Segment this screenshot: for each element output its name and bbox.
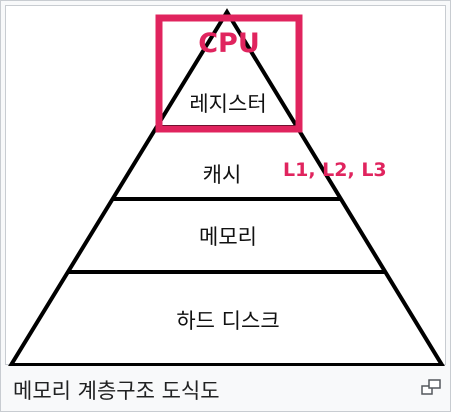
diagram-image[interactable]: 레지스터 캐시 메모리 하드 디스크 CPU L1, L2, L3	[5, 5, 446, 366]
layer-label-register: 레지스터	[189, 92, 266, 116]
layer-label-hard-disk: 하드 디스크	[176, 309, 279, 333]
figure-caption: 메모리 계층구조 도식도	[13, 379, 220, 403]
layer-label-memory: 메모리	[199, 225, 257, 249]
cpu-highlight-box	[155, 14, 303, 133]
memory-hierarchy-pyramid: 레지스터 캐시 메모리 하드 디스크 CPU L1, L2, L3	[8, 8, 445, 366]
cache-levels-label: L1, L2, L3	[283, 159, 387, 181]
cpu-label: CPU	[198, 28, 260, 59]
pyramid-outline	[8, 8, 445, 366]
expand-icon[interactable]	[421, 379, 441, 395]
layer-label-cache: 캐시	[203, 163, 242, 187]
